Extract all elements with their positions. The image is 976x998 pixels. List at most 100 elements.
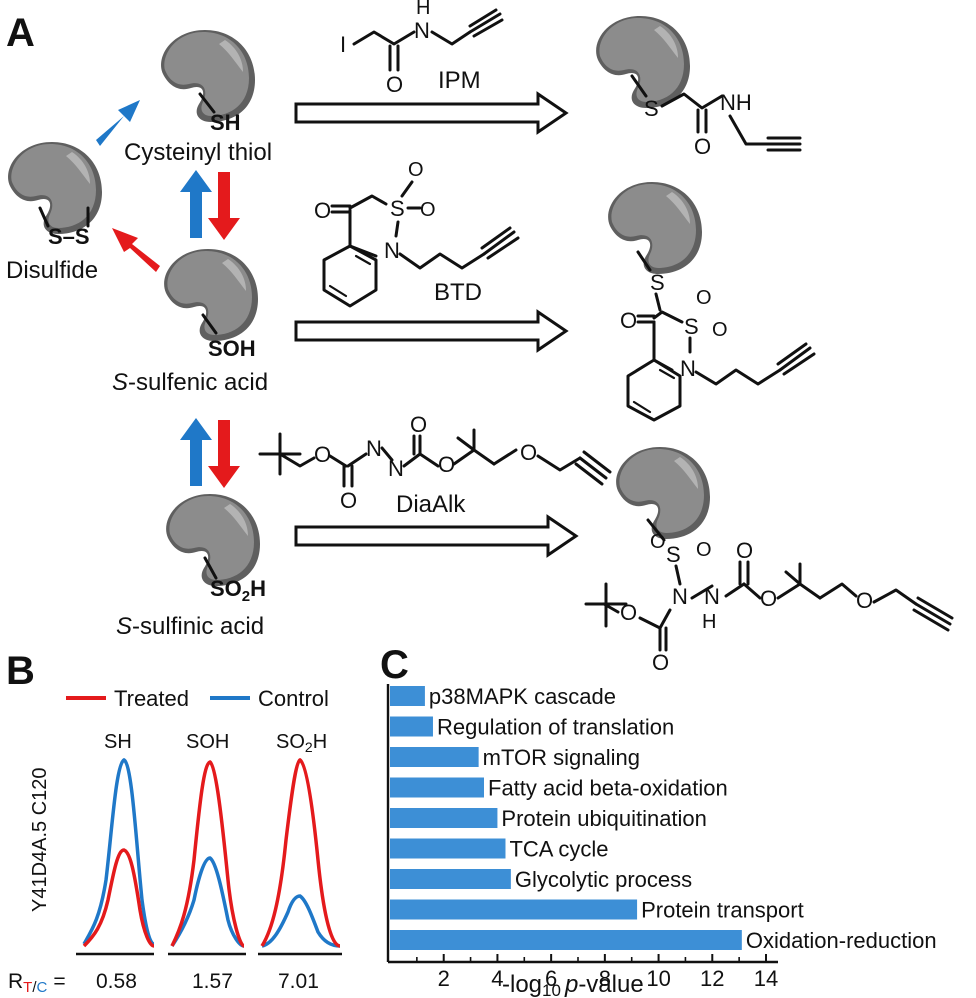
svg-text:O: O bbox=[856, 588, 873, 613]
xtick-label: 4 bbox=[491, 966, 503, 991]
ratio-sh-value: 0.58 bbox=[96, 970, 137, 993]
svg-text:O: O bbox=[410, 412, 427, 437]
bar-label: Protein ubiquitination bbox=[501, 806, 706, 831]
legend-treated-label: Treated bbox=[114, 686, 189, 711]
svg-text:H: H bbox=[702, 611, 716, 633]
bar-label: mTOR signaling bbox=[483, 745, 640, 770]
peak-group-sh-label: SH bbox=[104, 731, 132, 753]
peak-ylabel: Y41D4A.5 C120 bbox=[29, 767, 51, 912]
xtick-label: 6 bbox=[545, 966, 557, 991]
disulfide-bond-1 bbox=[38, 206, 50, 228]
sulfinic-label: S-sulfinic acid bbox=[116, 613, 264, 640]
svg-text:O: O bbox=[694, 134, 711, 159]
sulfenic-group: SOH bbox=[208, 336, 256, 361]
dialk-label: DiaAlk bbox=[396, 491, 466, 518]
ipm-label: IPM bbox=[438, 67, 481, 94]
dialk-product-protein bbox=[616, 447, 710, 539]
svg-text:O: O bbox=[736, 538, 753, 563]
ratio-so2h-value: 7.01 bbox=[278, 970, 319, 993]
sulfenic-label: S-sulfenic acid bbox=[112, 369, 268, 396]
svg-text:NH: NH bbox=[720, 90, 752, 115]
peak-so2h-treated bbox=[260, 757, 341, 948]
ipm-product-structure: S O NH bbox=[630, 74, 802, 159]
bar-glycolytic-process bbox=[390, 869, 511, 889]
svg-text:O: O bbox=[314, 198, 331, 223]
svg-text:O: O bbox=[340, 488, 357, 513]
svg-text:O: O bbox=[420, 199, 436, 221]
svg-text:S: S bbox=[390, 196, 405, 221]
bar-p38mapk-cascade bbox=[390, 686, 425, 706]
disulfide-group: S–S bbox=[48, 224, 90, 249]
svg-text:N: N bbox=[366, 436, 382, 461]
dialk-reaction-arrow bbox=[294, 514, 579, 558]
sulfinic-group: SO2H bbox=[210, 576, 266, 605]
bar-protein-transport bbox=[390, 899, 638, 920]
ipm-structure: I O N H bbox=[340, 0, 504, 97]
sulfinic-bond bbox=[203, 556, 218, 580]
bar-fatty-acid-beta-oxidation bbox=[390, 777, 484, 798]
svg-text:S: S bbox=[684, 314, 699, 339]
thiol-bond bbox=[198, 92, 216, 114]
ratio-soh-value: 1.57 bbox=[192, 970, 233, 993]
bar-label: Protein transport bbox=[641, 898, 804, 923]
panel-c-letter: C bbox=[380, 643, 409, 687]
sulfenic-sulfinic-arrows bbox=[180, 418, 240, 488]
panel-b-letter: B bbox=[6, 649, 35, 693]
disulfide-to-thiol-arrow bbox=[96, 100, 140, 146]
svg-text:O: O bbox=[520, 440, 537, 465]
bar-label: TCA cycle bbox=[509, 837, 608, 862]
ratio-prefix: RT/C= bbox=[8, 970, 66, 996]
svg-text:O: O bbox=[650, 531, 666, 553]
ipm-reaction-arrow bbox=[294, 91, 569, 135]
bar-label: Oxidation-reduction bbox=[746, 928, 937, 953]
peak-sh-treated bbox=[82, 848, 155, 948]
btd-product-structure: S O S O O N bbox=[620, 250, 816, 422]
peak-group-so2h-label: SO2H bbox=[276, 731, 327, 755]
thiol-protein bbox=[161, 30, 255, 122]
bar-label: Fatty acid beta-oxidation bbox=[488, 776, 728, 801]
bar-label: p38MAPK cascade bbox=[429, 684, 616, 709]
svg-text:O: O bbox=[696, 539, 712, 561]
bar-label: Glycolytic process bbox=[515, 867, 692, 892]
xtick-label: 14 bbox=[754, 966, 778, 991]
svg-text:N: N bbox=[414, 18, 430, 43]
disulfide-label: Disulfide bbox=[6, 257, 98, 284]
svg-text:N: N bbox=[388, 456, 404, 481]
svg-text:H: H bbox=[416, 0, 430, 19]
bar-tca-cycle bbox=[390, 838, 506, 859]
svg-text:N: N bbox=[672, 584, 688, 609]
svg-text:O: O bbox=[620, 600, 637, 625]
svg-text:S: S bbox=[650, 270, 665, 295]
svg-text:N: N bbox=[680, 356, 696, 381]
peak-group-soh-label: SOH bbox=[186, 731, 229, 753]
peak-traces bbox=[82, 757, 341, 948]
svg-text:O: O bbox=[712, 319, 728, 341]
thiol-label: Cysteinyl thiol bbox=[124, 139, 272, 166]
peak-soh-treated bbox=[170, 760, 245, 948]
peak-sh-control bbox=[82, 758, 155, 946]
dialk-structure: O O N N O O O bbox=[258, 412, 612, 513]
svg-text:S: S bbox=[666, 542, 681, 567]
xtick-label: 10 bbox=[646, 966, 670, 991]
svg-text:N: N bbox=[704, 584, 720, 609]
svg-text:S: S bbox=[644, 96, 659, 121]
legend-control-label: Control bbox=[258, 686, 329, 711]
thiol-sulfenic-arrows bbox=[180, 170, 240, 240]
svg-text:O: O bbox=[314, 442, 331, 467]
svg-text:O: O bbox=[652, 650, 669, 675]
sulfenic-bond bbox=[201, 313, 218, 335]
btd-label: BTD bbox=[434, 279, 482, 306]
svg-text:O: O bbox=[620, 308, 637, 333]
svg-text:N: N bbox=[384, 238, 400, 263]
dialk-product-structure: S O O N N H O O O O O bbox=[584, 518, 954, 675]
svg-text:O: O bbox=[696, 287, 712, 309]
svg-text:O: O bbox=[760, 586, 777, 611]
bar-protein-ubiquitination bbox=[390, 808, 498, 828]
btd-product-protein bbox=[608, 182, 702, 274]
svg-text:O: O bbox=[408, 159, 424, 181]
thiol-group: SH bbox=[210, 110, 241, 135]
xtick-label: 2 bbox=[438, 966, 450, 991]
